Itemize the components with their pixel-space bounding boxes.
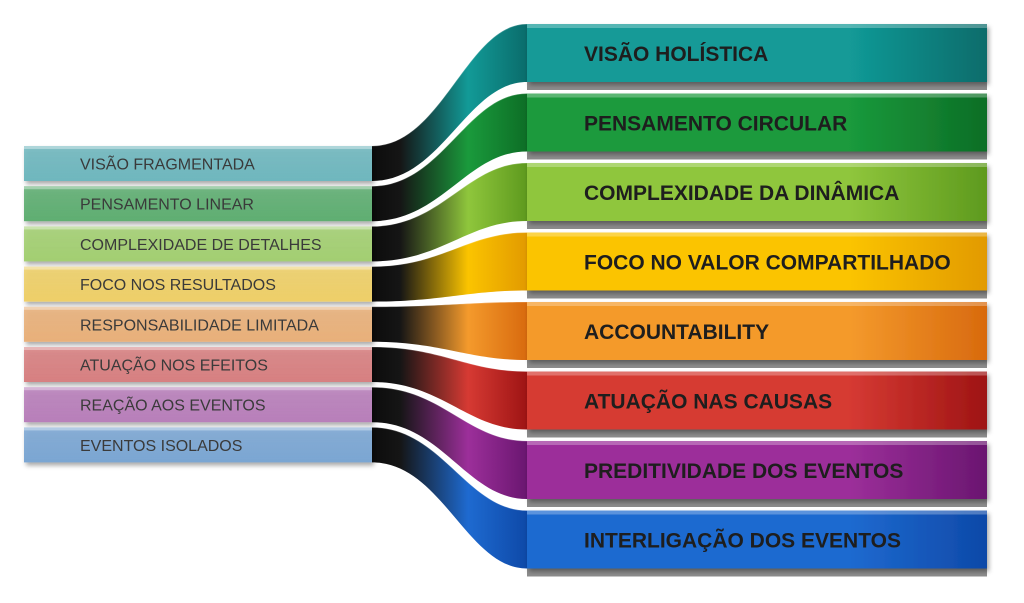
right-item-foco-no-valor-compartilhado: FOCO NO VALOR COMPARTILHADO <box>527 232 987 299</box>
left-bar <box>24 266 372 302</box>
left-bar-highlight <box>24 186 372 190</box>
right-bar-edge <box>527 82 987 90</box>
left-bar-highlight <box>24 146 372 149</box>
left-item-label: VISÃO FRAGMENTADA <box>80 154 255 174</box>
right-bar-highlight <box>527 24 987 28</box>
left-bar <box>24 306 372 342</box>
connector-preditividade-dos-eventos <box>372 387 527 499</box>
right-item-label: ATUAÇÃO NAS CAUSAS <box>584 391 832 414</box>
right-bar <box>527 24 987 82</box>
right-item-label: COMPLEXIDADE DA DINÂMICA <box>584 181 899 205</box>
right-item-label: VISÃO HOLÍSTICA <box>584 43 768 66</box>
left-bar <box>24 387 372 423</box>
right-item-label: FOCO NO VALOR COMPARTILHADO <box>584 252 951 275</box>
right-bar-edge <box>527 499 987 507</box>
right-bar-highlight <box>527 441 987 445</box>
left-bar <box>24 427 372 463</box>
right-item-preditividade-dos-eventos: PREDITIVIDADE DOS EVENTOS <box>527 441 987 507</box>
connector-interligacao-dos-eventos <box>372 427 527 569</box>
connector-edge <box>371 23 528 147</box>
left-bar-highlight <box>24 226 372 230</box>
left-bar-highlight <box>24 387 372 391</box>
left-bar <box>24 186 372 222</box>
left-item-label: ATUAÇÃO NOS EFEITOS <box>80 355 268 375</box>
connector-visao-holistica <box>372 24 527 181</box>
left-bar-highlight <box>24 427 372 431</box>
right-bar <box>527 510 987 569</box>
right-item-atuacao-nas-causas: ATUAÇÃO NAS CAUSAS <box>527 371 987 438</box>
connector-edge <box>371 346 528 372</box>
left-item-visao-fragmentada: VISÃO FRAGMENTADA <box>24 146 372 181</box>
left-item-eventos-isolados: EVENTOS ISOLADOS <box>24 427 372 463</box>
right-bar-highlight <box>527 93 987 98</box>
connector-atuacao-nas-causas <box>372 347 527 430</box>
left-bar <box>24 146 372 181</box>
connector-foco-no-valor-compartilhado <box>372 232 527 302</box>
right-bar-edge <box>527 429 987 438</box>
right-bar-highlight <box>527 302 987 306</box>
left-item-reacao-aos-eventos: REAÇÃO AOS EVENTOS <box>24 387 372 423</box>
right-item-label: PENSAMENTO CIRCULAR <box>584 113 847 136</box>
right-bar-edge <box>527 360 987 368</box>
left-bar-highlight <box>24 306 372 310</box>
right-item-label: ACCOUNTABILITY <box>584 321 769 344</box>
connector-edge <box>371 232 528 268</box>
left-bar-highlight <box>24 266 372 270</box>
left-item-label: RESPONSABILIDADE LIMITADA <box>80 317 319 334</box>
right-bar <box>527 232 987 291</box>
left-item-label: FOCO NOS RESULTADOS <box>80 277 276 294</box>
left-bar <box>24 347 372 382</box>
left-item-label: COMPLEXIDADE DE DETALHES <box>80 237 322 254</box>
left-item-label: REAÇÃO AOS EVENTOS <box>80 395 266 415</box>
right-bar-highlight <box>527 163 987 167</box>
right-bar-highlight <box>527 510 987 515</box>
connector-edge <box>371 162 528 227</box>
right-bar <box>527 371 987 430</box>
right-item-visao-holistica: VISÃO HOLÍSTICA <box>527 24 987 90</box>
left-bar <box>24 226 372 262</box>
right-item-label: INTERLIGAÇÃO DOS EVENTOS <box>584 530 901 553</box>
left-item-responsabilidade-limitada: RESPONSABILIDADE LIMITADA <box>24 306 372 342</box>
connector-edge <box>371 426 528 511</box>
left-column: VISÃO FRAGMENTADA PENSAMENTO LINEAR COMPLE… <box>24 146 372 463</box>
left-bar-highlight <box>24 347 372 350</box>
right-item-interligacao-dos-eventos: INTERLIGAÇÃO DOS EVENTOS <box>527 510 987 577</box>
right-bar-highlight <box>527 232 987 237</box>
connector-layer <box>371 23 528 569</box>
connector-accountability <box>372 302 527 360</box>
right-item-pensamento-circular: PENSAMENTO CIRCULAR <box>527 93 987 160</box>
connector-pensamento-circular <box>372 93 527 222</box>
right-item-accountability: ACCOUNTABILITY <box>527 302 987 368</box>
connector-edge <box>371 93 528 187</box>
right-bar <box>527 163 987 221</box>
right-bar-edge <box>527 568 987 577</box>
right-bar <box>527 93 987 152</box>
connector-complexidade-da-dinamica <box>372 163 527 262</box>
connector-edge <box>371 301 528 308</box>
left-item-label: EVENTOS ISOLADOS <box>80 438 242 455</box>
right-bar-edge <box>527 151 987 160</box>
left-item-atuacao-nos-efeitos: ATUAÇÃO NOS EFEITOS <box>24 347 372 382</box>
right-item-label: PREDITIVIDADE DOS EVENTOS <box>584 460 903 483</box>
left-item-complexidade-de-detalhes: COMPLEXIDADE DE DETALHES <box>24 226 372 262</box>
right-bar-edge <box>527 221 987 229</box>
right-column: VISÃO HOLÍSTICA PENSAMENTO CIRCULAR COMPLE… <box>527 24 987 577</box>
right-bar <box>527 302 987 360</box>
right-item-complexidade-da-dinamica: COMPLEXIDADE DA DINÂMICA <box>527 163 987 229</box>
left-item-label: PENSAMENTO LINEAR <box>80 197 254 214</box>
left-item-foco-nos-resultados: FOCO NOS RESULTADOS <box>24 266 372 302</box>
right-bar <box>527 441 987 499</box>
right-bar-edge <box>527 290 987 299</box>
left-item-pensamento-linear: PENSAMENTO LINEAR <box>24 186 372 222</box>
right-bar-highlight <box>527 371 987 376</box>
connector-edge <box>371 386 528 442</box>
